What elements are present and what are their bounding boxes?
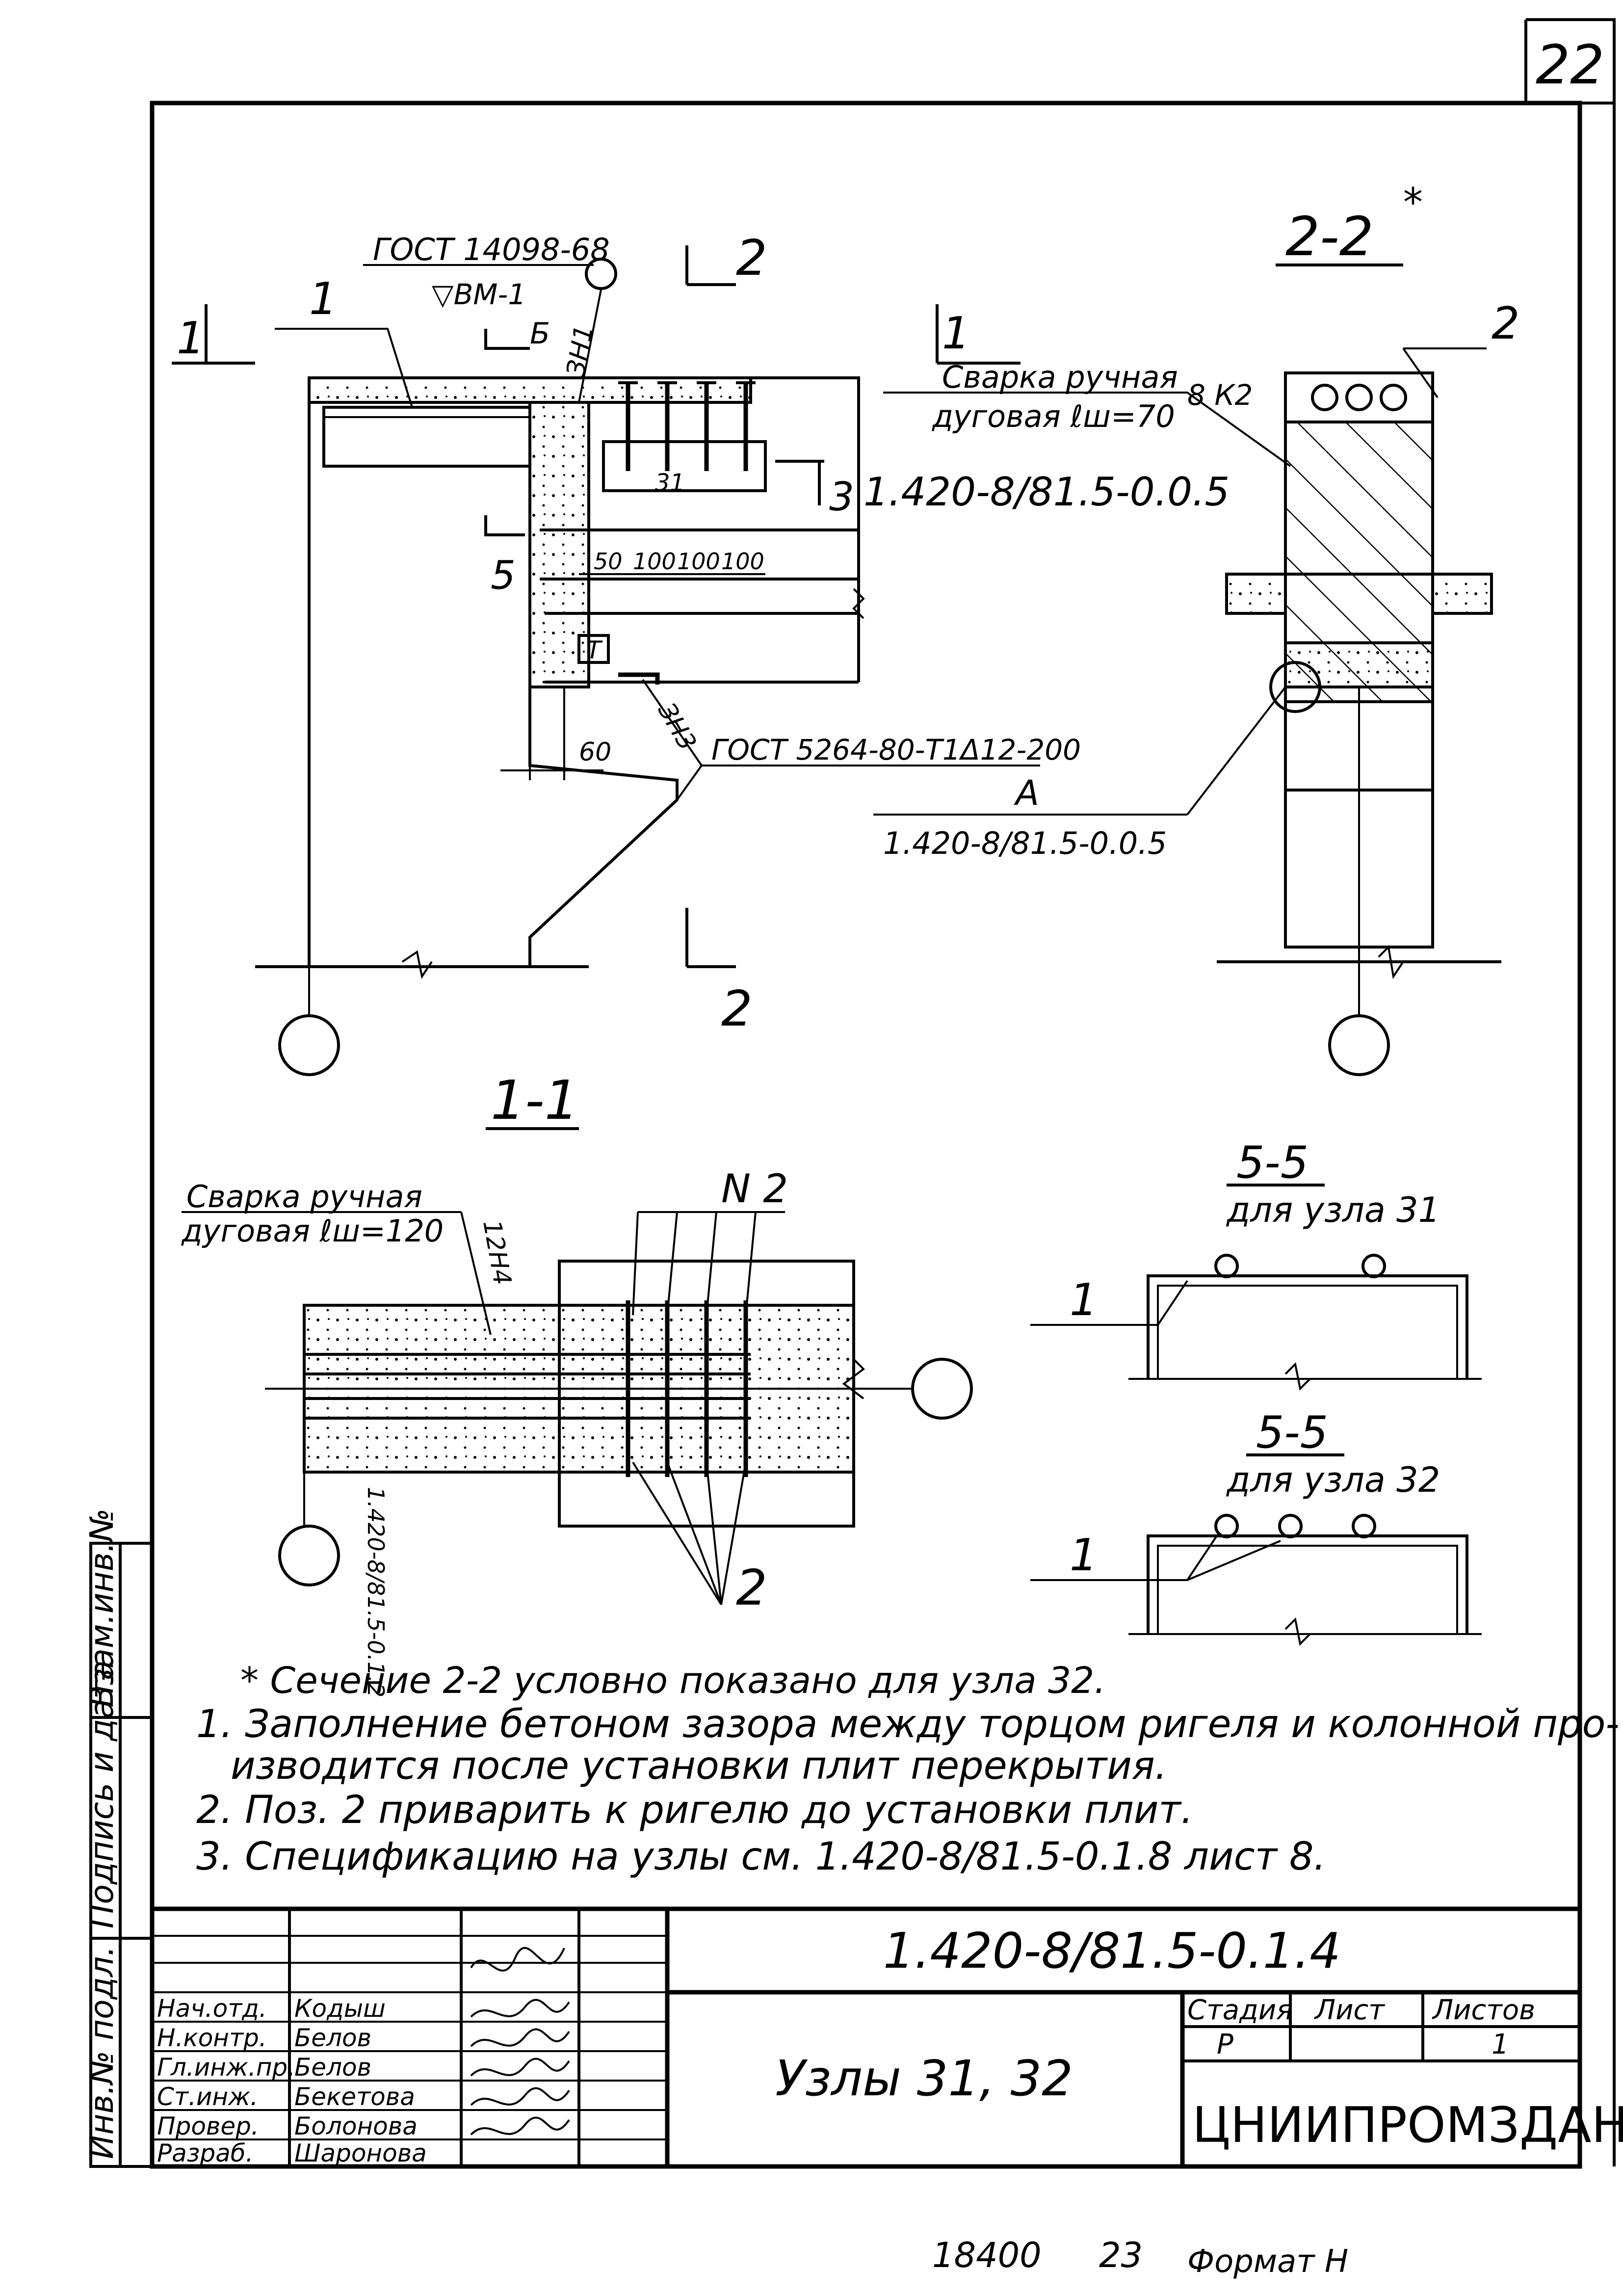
weld-zn3: ЗН3: [653, 698, 702, 755]
staff-role-1: Н.контр.: [157, 2024, 267, 2052]
stage-value: Р: [1217, 2029, 1233, 2060]
dim-60: 60: [579, 738, 611, 767]
dim-100-2: 100: [677, 548, 720, 575]
signature-date-label: Подпись и дата: [83, 1660, 121, 1928]
cut-5: 5: [491, 553, 516, 598]
gost-bottom: ГОСТ 5264-80-Т1Δ12-200: [711, 733, 1081, 766]
sheets-header: Листов: [1432, 1994, 1535, 2026]
staff-name-3: Бекетова: [294, 2083, 415, 2111]
weld-12n4: 12Н4: [477, 1218, 517, 1287]
pos-2-plan: 2: [736, 1559, 767, 1616]
weld-note-mid-1: Сварка ручная: [186, 1179, 422, 1214]
replaces-inv-label: Взам.инв.№: [83, 1508, 121, 1708]
axis-marker-circle-3: [911, 1358, 973, 1420]
weld-top: ▽ВМ-1: [432, 278, 526, 311]
staff-name-4: Болонова: [294, 2112, 418, 2140]
ref-0-1-2: 1.420-8/81.5-0.1.2: [363, 1487, 389, 1697]
footer-page: 23: [1099, 2235, 1143, 2275]
note-2: 2. Поз. 2 приварить к ригелю до установк…: [196, 1788, 1193, 1832]
node-elevation-view: Т 50 100 100 100 60 1 1 2 2 3 5 Б 1: [172, 229, 1291, 1076]
signatures: [470, 1947, 570, 2136]
stage-header: Стадия: [1187, 1994, 1293, 2026]
cut-2-top: 2: [736, 229, 767, 287]
notes-block: * Сечение 2-2 условно показано для узла …: [196, 1660, 1620, 1879]
doc-code: 1.420-8/81.5-0.1.4: [883, 1922, 1341, 1979]
page-number: 22: [1536, 33, 1604, 96]
note-1b: изводится после установки плит перекрыти…: [231, 1744, 1167, 1788]
weld-note-top-2: дуговая ℓш=70: [932, 398, 1175, 434]
staff-name-2: Белов: [294, 2053, 371, 2082]
note-star: * Сечение 2-2 условно показано для узла …: [240, 1660, 1106, 1702]
t-mark: Т: [586, 636, 603, 664]
staff-role-5: Разраб.: [157, 2139, 253, 2167]
dim-100-1: 100: [633, 548, 676, 575]
footer: 18400 23 Формат Н: [932, 2235, 1348, 2280]
sheets-value: 1: [1492, 2029, 1509, 2060]
n2-label: N 2: [721, 1166, 788, 1212]
gost-top: ГОСТ 14098-68: [373, 232, 610, 267]
callout-a: А: [1014, 773, 1039, 813]
pos-1-top: 1: [309, 273, 337, 325]
cut-b: Б: [530, 317, 550, 351]
axis-marker-circle: [278, 1014, 340, 1076]
weld-8k2: 8 К2: [1187, 378, 1253, 412]
dim-100-3: 100: [721, 548, 764, 575]
title-block: 1.420-8/81.5-0.1.4 Узлы 31, 32 Стадия Ли…: [150, 1906, 1623, 2169]
section-2-2-star: *: [1403, 180, 1423, 225]
axis-marker-circle-4: [278, 1525, 340, 1586]
staff-name-5: Шаронова: [294, 2139, 427, 2167]
doc-title: Узлы 31, 32: [775, 2050, 1073, 2107]
staff-role-4: Провер.: [157, 2112, 259, 2140]
axis-marker-circle-2: [1328, 1014, 1390, 1076]
section-5-5-views: 5-5 для узла 31 1 5-5 для узла 32 1: [1030, 1137, 1482, 1646]
cut-3: 3: [829, 474, 854, 520]
note-1a: 1. Заполнение бетоном зазора между торцо…: [196, 1702, 1620, 1746]
cut-1-left: 1: [177, 313, 205, 364]
section-1-1-view: 1-1 Сварка ручная дуговая ℓш=120 12Н4 1.…: [181, 1069, 973, 1697]
staff-name-1: Белов: [294, 2024, 371, 2052]
for-node-31: для узла 31: [1226, 1190, 1440, 1230]
weld-note-top-1: Сварка ручная: [942, 359, 1178, 395]
pos-2-section: 2: [1492, 298, 1519, 349]
left-margin-stamp: Инв.№ подл. Подпись и дата Взам.инв.№: [83, 1508, 154, 2168]
section-2-2-title: 2-2: [1285, 205, 1374, 268]
pos-1-55b: 1: [1070, 1530, 1098, 1581]
note-3: 3. Спецификацию на узлы см. 1.420-8/81.5…: [196, 1835, 1326, 1879]
ref-0-0-5: 1.420-8/81.5-0.0.5: [864, 469, 1230, 515]
inv-original-label: Инв.№ подл.: [83, 1946, 121, 2159]
pos-1-55a: 1: [1070, 1274, 1098, 1326]
section-5-5-title-a: 5-5: [1236, 1137, 1309, 1188]
section-2-2-view: 2-2 * 2: [1217, 180, 1519, 1076]
cut-2-bottom: 2: [721, 980, 753, 1037]
staff-rows: Нач.отд. Кодыш Н.контр. Белов Гл.инж.пр.…: [157, 1994, 427, 2167]
section-1-1-title: 1-1: [491, 1069, 579, 1132]
footer-format: Формат Н: [1187, 2243, 1348, 2280]
staff-role-3: Ст.инж.: [157, 2083, 258, 2111]
ref-a: 1.420-8/81.5-0.0.5: [883, 825, 1167, 861]
section-5-5-title-b: 5-5: [1256, 1407, 1328, 1458]
staff-name-0: Кодыш: [294, 1994, 386, 2023]
footer-number: 18400: [932, 2235, 1042, 2275]
weld-zn1: ЗН1: [561, 323, 599, 379]
dim-50: 50: [594, 548, 623, 575]
staff-role-0: Нач.отд.: [157, 1994, 267, 2023]
cut-1-right: 1: [942, 308, 970, 359]
staff-role-2: Гл.инж.пр.: [157, 2053, 295, 2082]
organization: ЦНИИПРОМЗДАНИЙ: [1192, 2096, 1623, 2154]
node-31-mark: 31: [655, 469, 685, 497]
sheet-header: Лист: [1314, 1994, 1385, 2026]
for-node-32: для узла 32: [1226, 1460, 1440, 1500]
weld-note-mid-2: дуговая ℓш=120: [181, 1213, 444, 1249]
